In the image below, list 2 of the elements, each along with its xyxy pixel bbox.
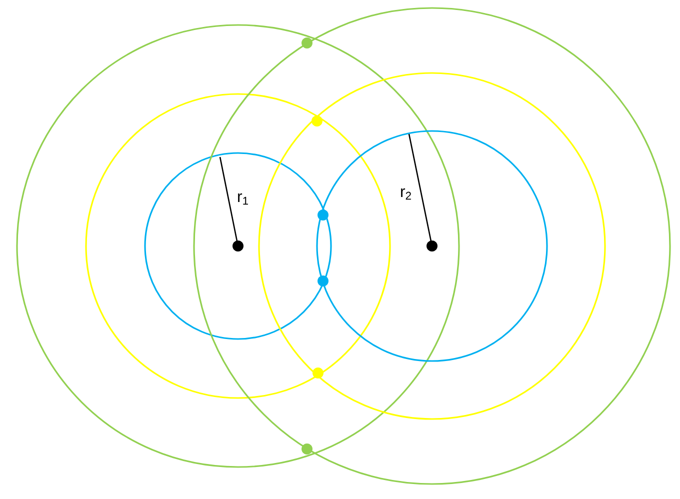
radius-label: r$_{2}$ [401, 188, 411, 200]
radius-label: r$_{1}$ [238, 193, 248, 205]
